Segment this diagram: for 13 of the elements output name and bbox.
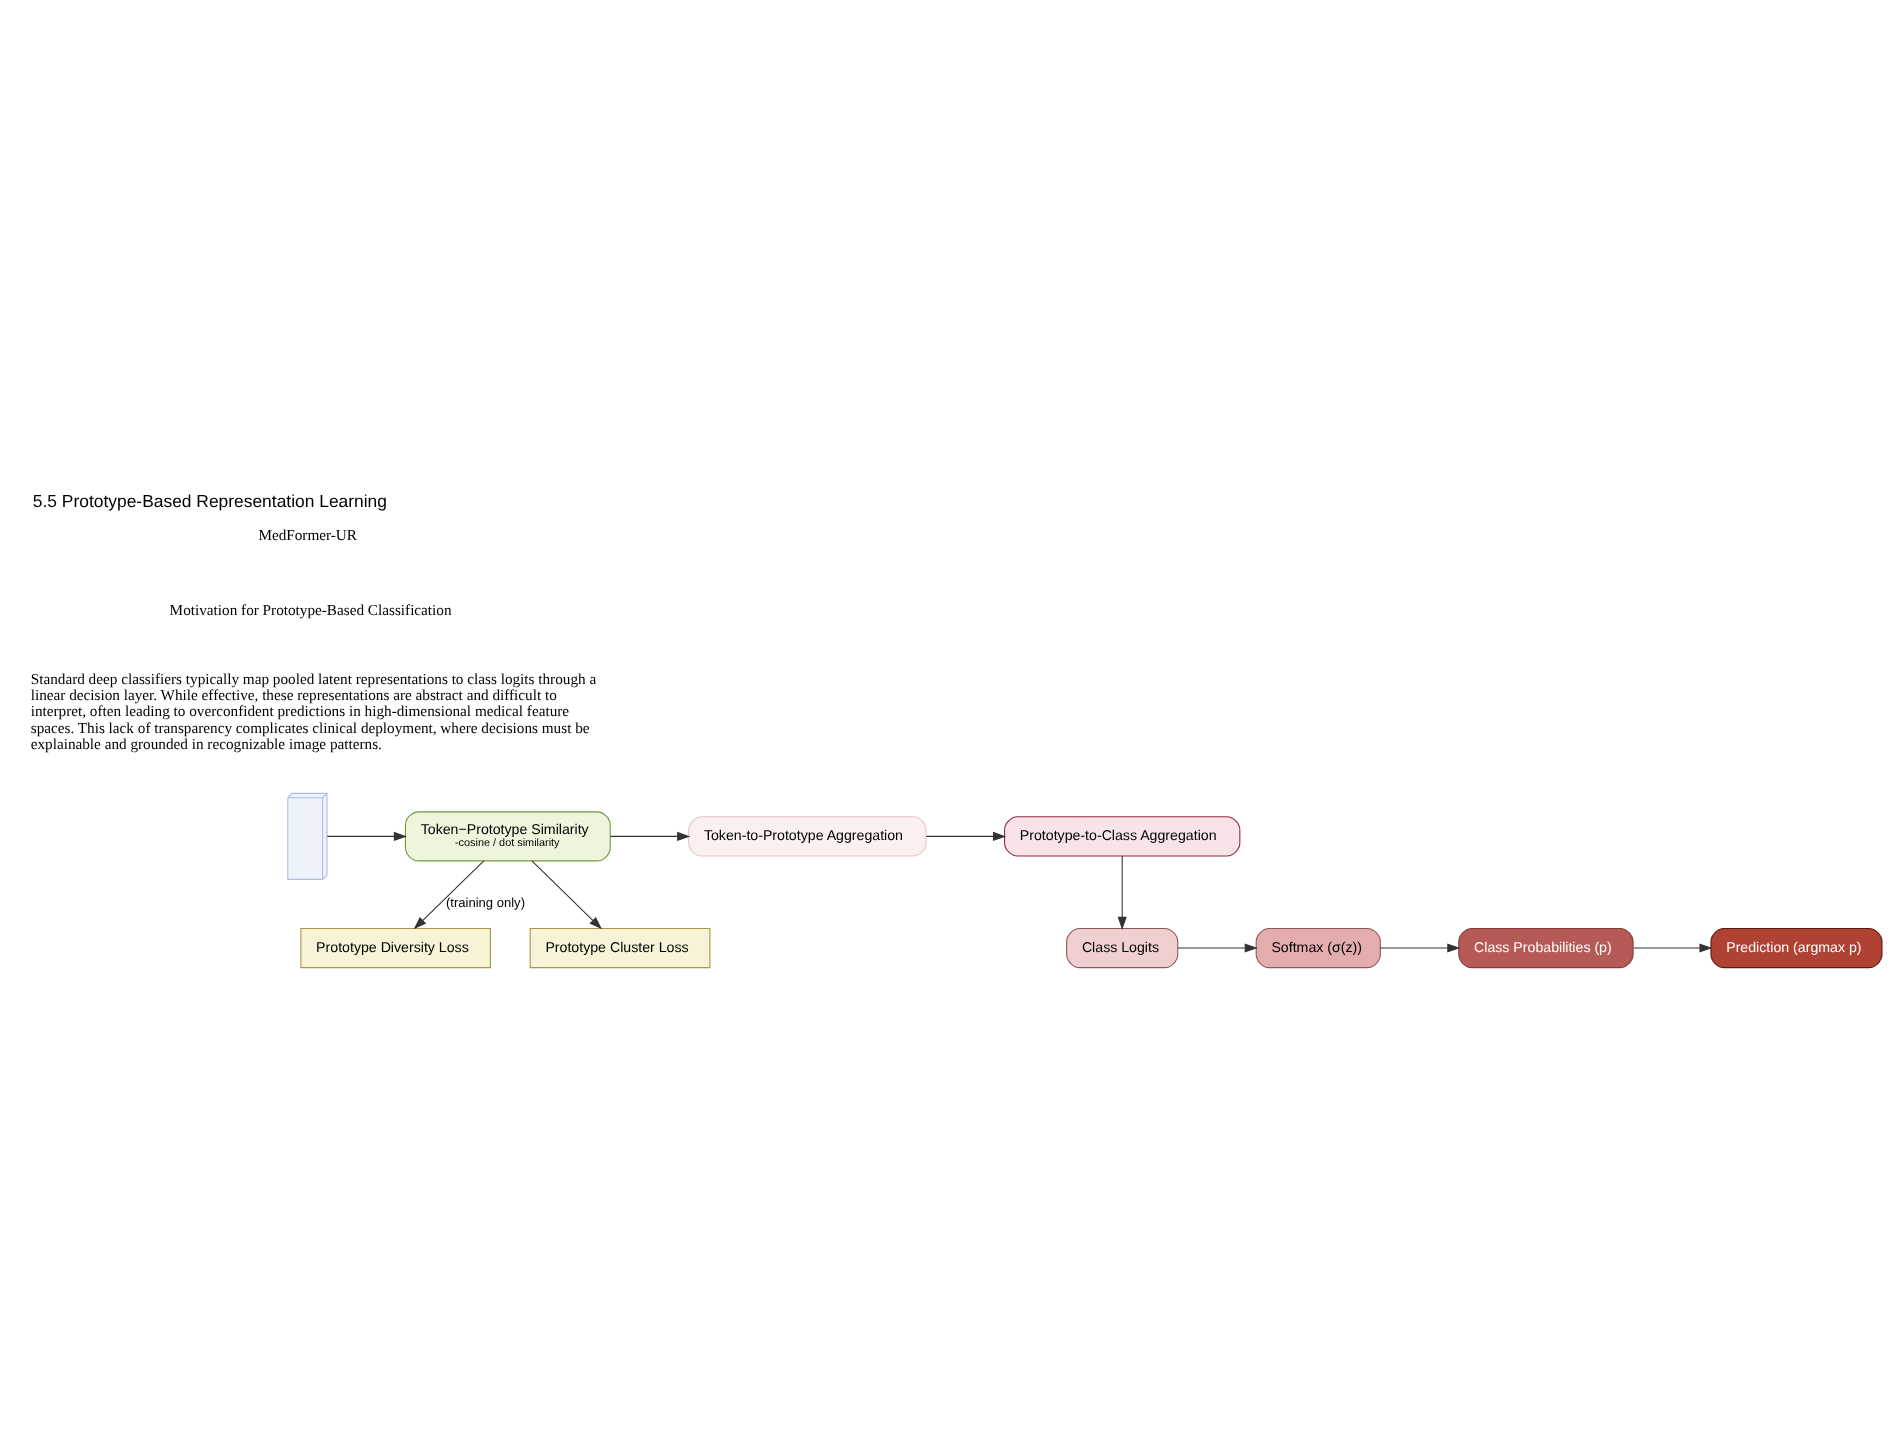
arrow — [1380, 943, 1461, 953]
arrow — [1117, 855, 1127, 930]
label: Standard deep classifiers typically map pooled latent representations to class logits through a linear decision layer. While effective, these representations are abstract and difficult to interpret, often leading to overconfident predictions in high-dimensional medical feature spaces. This lack of transparency complicates clinical deployment, where decisions must be explainable and grounded in recognizable image patterns. — [30, 669, 597, 753]
label: Motivation for Prototype-Based Classification — [169, 601, 452, 620]
arrow — [531, 860, 603, 930]
diagram-title: 5.5 Prototype-Based Representation Learning — [32, 490, 388, 511]
arrow — [326, 831, 407, 841]
arrow — [413, 860, 485, 930]
arrow — [609, 831, 691, 841]
arrow — [925, 831, 1007, 841]
arrow — [1177, 943, 1258, 953]
label: MedFormer-UR — [258, 526, 358, 545]
arrow — [1632, 943, 1713, 953]
